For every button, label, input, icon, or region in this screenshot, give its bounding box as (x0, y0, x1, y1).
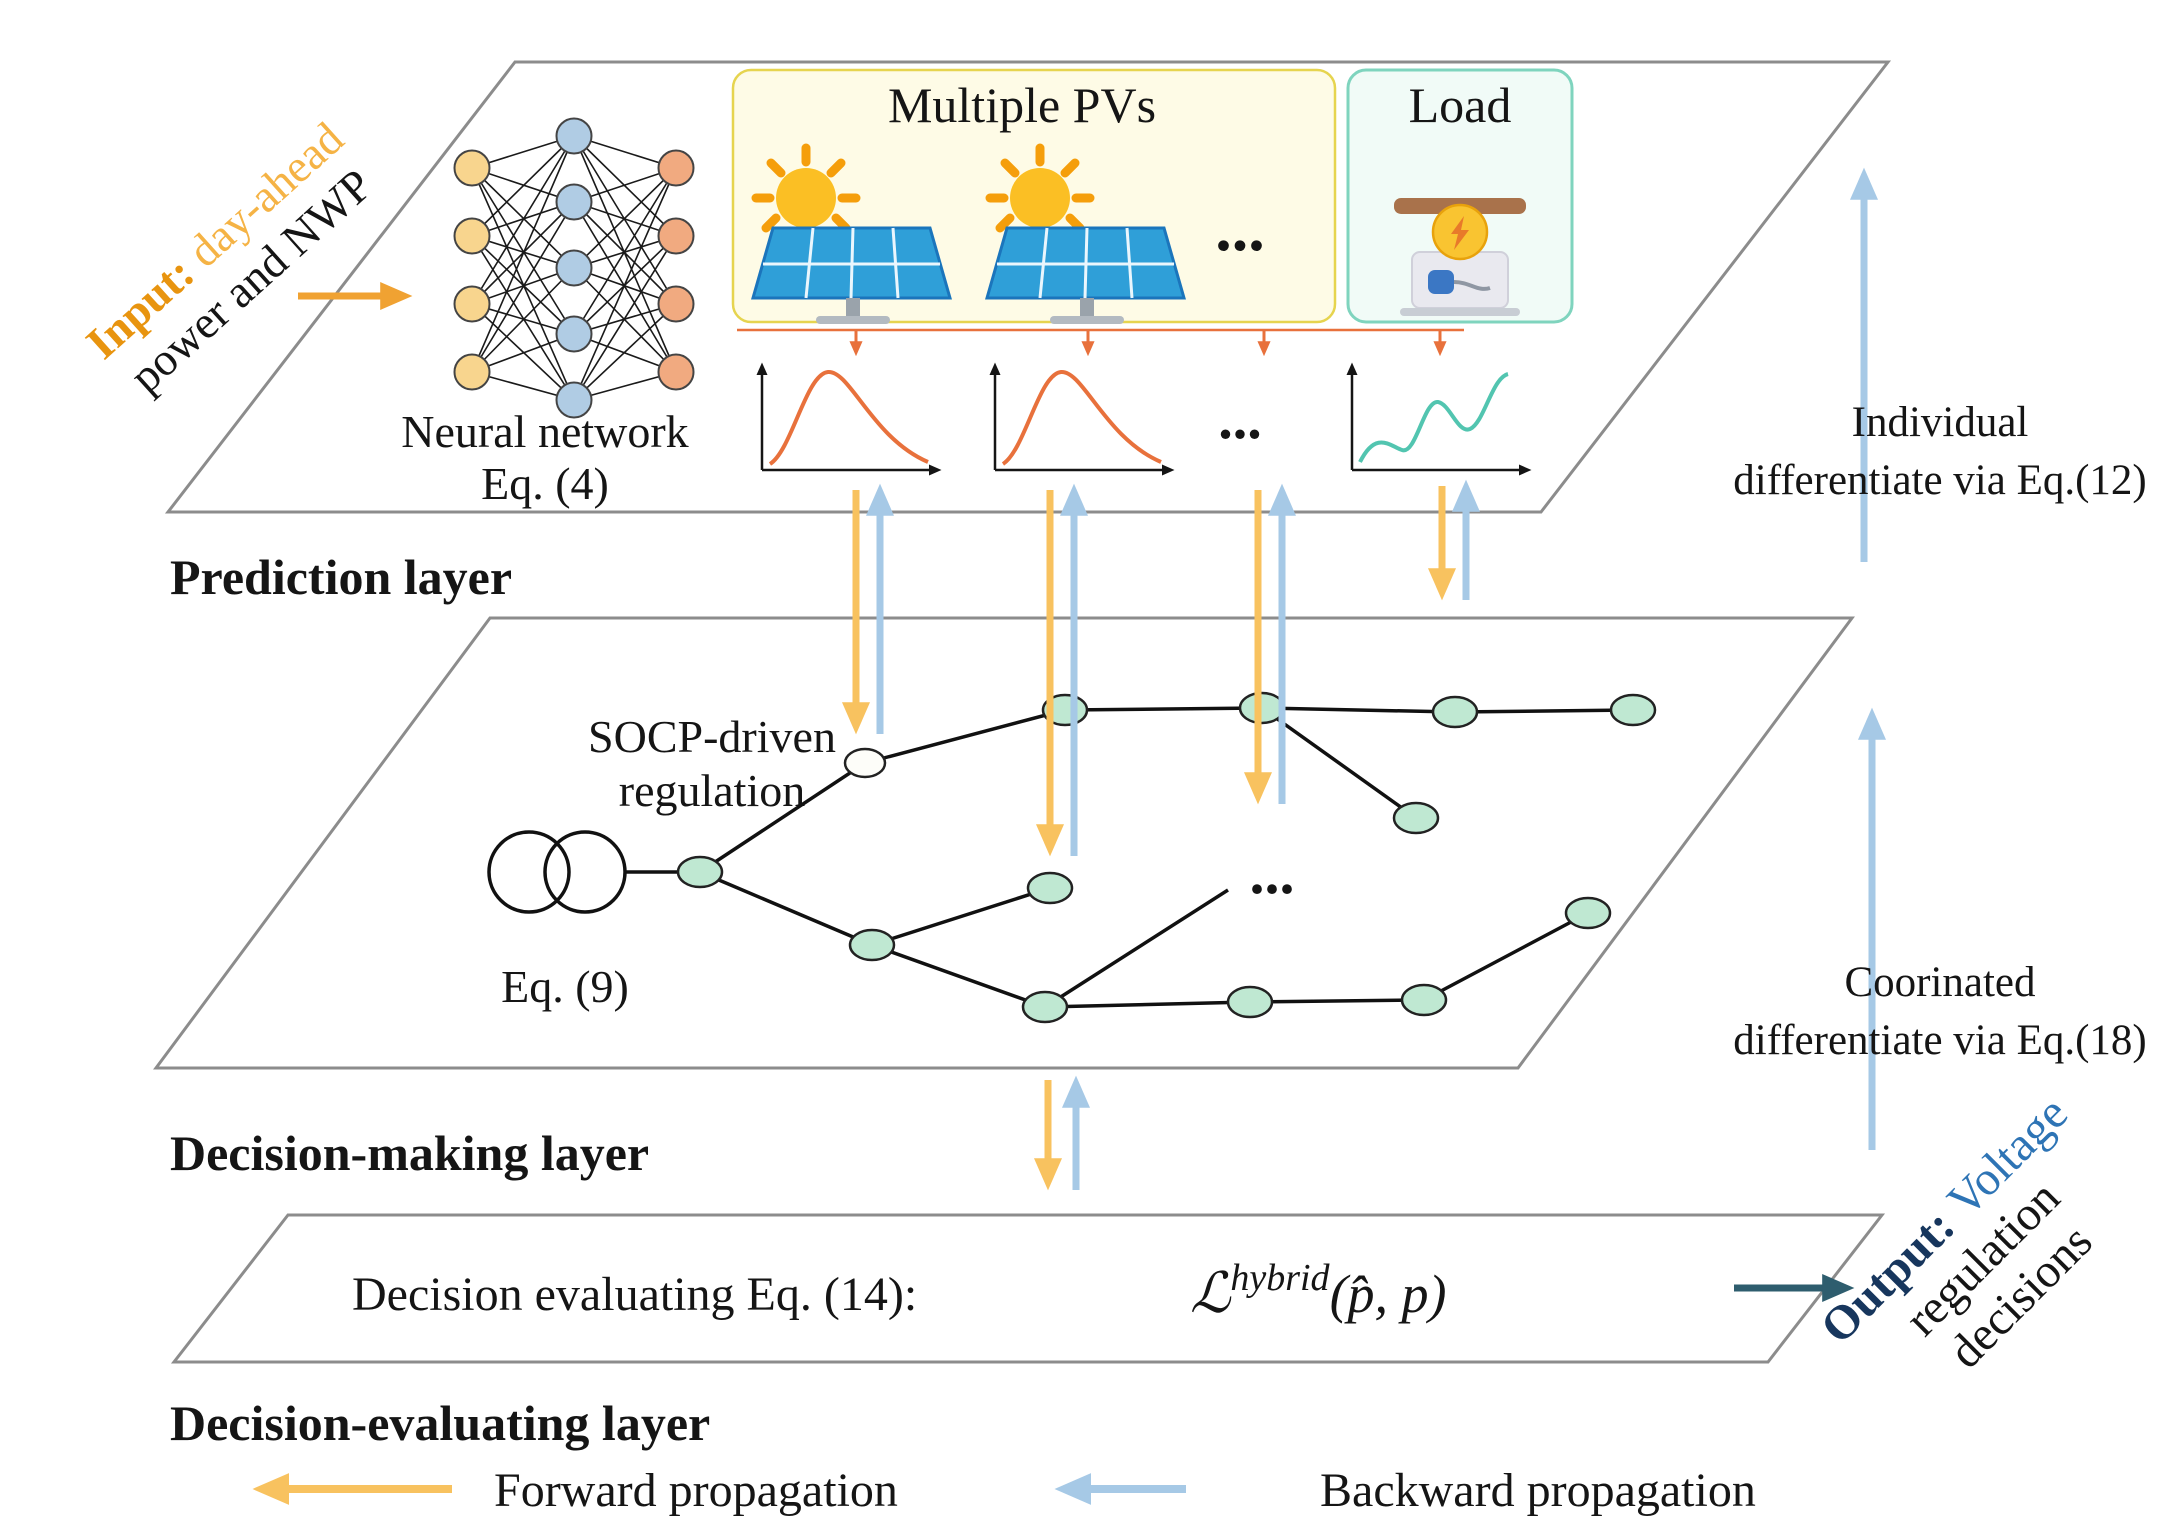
formula-main: ℒ (1190, 1263, 1232, 1325)
grid-nodes (676, 691, 1657, 1024)
panel-stand (1080, 298, 1094, 316)
load-box (1346, 68, 1574, 324)
neural-network: Neural network Eq. (4) (401, 117, 695, 509)
decision-layer-panel (153, 616, 1855, 1070)
legend-forward-label: Forward propagation (494, 1464, 898, 1517)
panel-grid (763, 227, 940, 299)
nn-edges (471, 135, 677, 401)
output-label: Output:Voltage regulation decisions (1811, 1087, 2103, 1379)
eval-text: Decision evaluating Eq. (14): (352, 1268, 917, 1321)
plug-cord (1453, 280, 1491, 291)
socp-label-line2: regulation (619, 765, 806, 816)
sun-icon (751, 143, 861, 233)
forecast-curve (768, 370, 929, 466)
grid-node (1431, 695, 1479, 729)
grid-node (1026, 871, 1074, 905)
legend-backward-label: Backward propagation (1320, 1464, 1756, 1517)
formula-args: (p̂, p) (1330, 1264, 1447, 1324)
nn-output-nodes (657, 149, 695, 391)
grid-node (1564, 896, 1612, 930)
lightning-icon (1451, 216, 1469, 250)
nn-hidden-nodes (555, 117, 593, 419)
neural-network-label-line2: Eq. (4) (481, 458, 609, 509)
formula-sup: hybrid (1230, 1257, 1330, 1299)
pv-icon-2 (985, 143, 1186, 324)
panel-grid (997, 227, 1174, 299)
load-curve (1358, 372, 1509, 463)
pv-dots: ... (1215, 192, 1265, 265)
grid-dots: ... (1250, 840, 1295, 906)
chart-dots: ... (1218, 386, 1262, 451)
pv-box-title: Multiple PVs (888, 77, 1156, 133)
prediction-layer-label: Prediction layer (170, 549, 512, 605)
house-body (1411, 251, 1509, 309)
socp-label-line1: SOCP-driven (588, 711, 836, 762)
grid-node (1238, 691, 1286, 725)
forecast-chart-1 (756, 362, 942, 476)
eval-formula: ℒhybrid(p̂, p) (1190, 1257, 1447, 1325)
house-base (1400, 308, 1520, 316)
forecast-curve (1001, 370, 1162, 466)
neural-network-label-line1: Neural network (401, 406, 688, 457)
forecast-chart-2 (989, 362, 1175, 476)
sun-icon (985, 143, 1095, 233)
grid-node (1021, 990, 1069, 1024)
grid-node-open (843, 747, 887, 779)
evaluating-layer-label: Decision-evaluating layer (170, 1395, 710, 1451)
nn-input-nodes (453, 149, 491, 391)
evaluating-layer-panel (170, 1213, 1886, 1364)
panel-base (1050, 316, 1124, 324)
eq9-label: Eq. (9) (501, 961, 629, 1012)
load-box-title: Load (1409, 77, 1512, 133)
pv-icon-1 (751, 143, 952, 324)
plug-icon (1428, 270, 1454, 294)
grid-node (1226, 985, 1274, 1019)
grid-node (1400, 983, 1448, 1017)
grid-edges (625, 706, 1634, 1009)
grid-node (848, 928, 896, 962)
load-icon (1394, 198, 1526, 316)
grid-node (1392, 801, 1440, 835)
panel-stand (846, 298, 860, 316)
coordinated-note-line2: differentiate via Eq.(18) (1733, 1017, 2147, 1064)
coordinated-note-line1: Coorinated (1844, 959, 2035, 1006)
load-chart (1346, 362, 1532, 476)
grid-node-root (676, 855, 724, 889)
decision-layer-label: Decision-making layer (170, 1125, 649, 1181)
panel-base (816, 316, 890, 324)
grid-node (1609, 693, 1657, 727)
individual-note-line2: differentiate via Eq.(12) (1733, 457, 2147, 504)
individual-note-line1: Individual (1852, 399, 2029, 446)
